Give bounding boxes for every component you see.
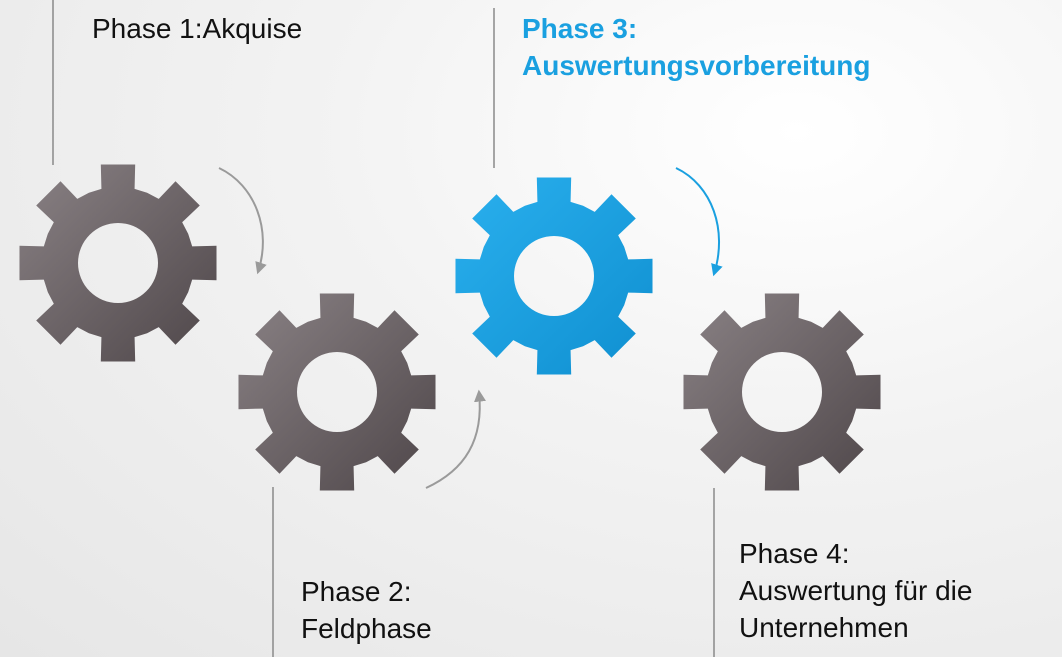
phase-2-label: Phase 2: Feldphase [301,576,432,644]
phase-3-label: Phase 3: Auswertungsvorbereitung [522,13,871,81]
gear-icon-phase-3 [455,177,653,375]
gear-icon-phase-4 [683,293,881,491]
curved-arrow-icon-1-to-2 [218,167,267,275]
curved-arrow-icon-2-to-3 [425,389,486,489]
phase-4-label: Phase 4: Auswertung für die Unternehmen [739,538,973,643]
gear-icon-phase-1 [19,164,217,362]
curved-arrow-icon-3-to-4 [675,167,723,277]
phase-1-label: Phase 1:Akquise [92,13,303,44]
gear-icon-phase-2 [238,293,436,491]
